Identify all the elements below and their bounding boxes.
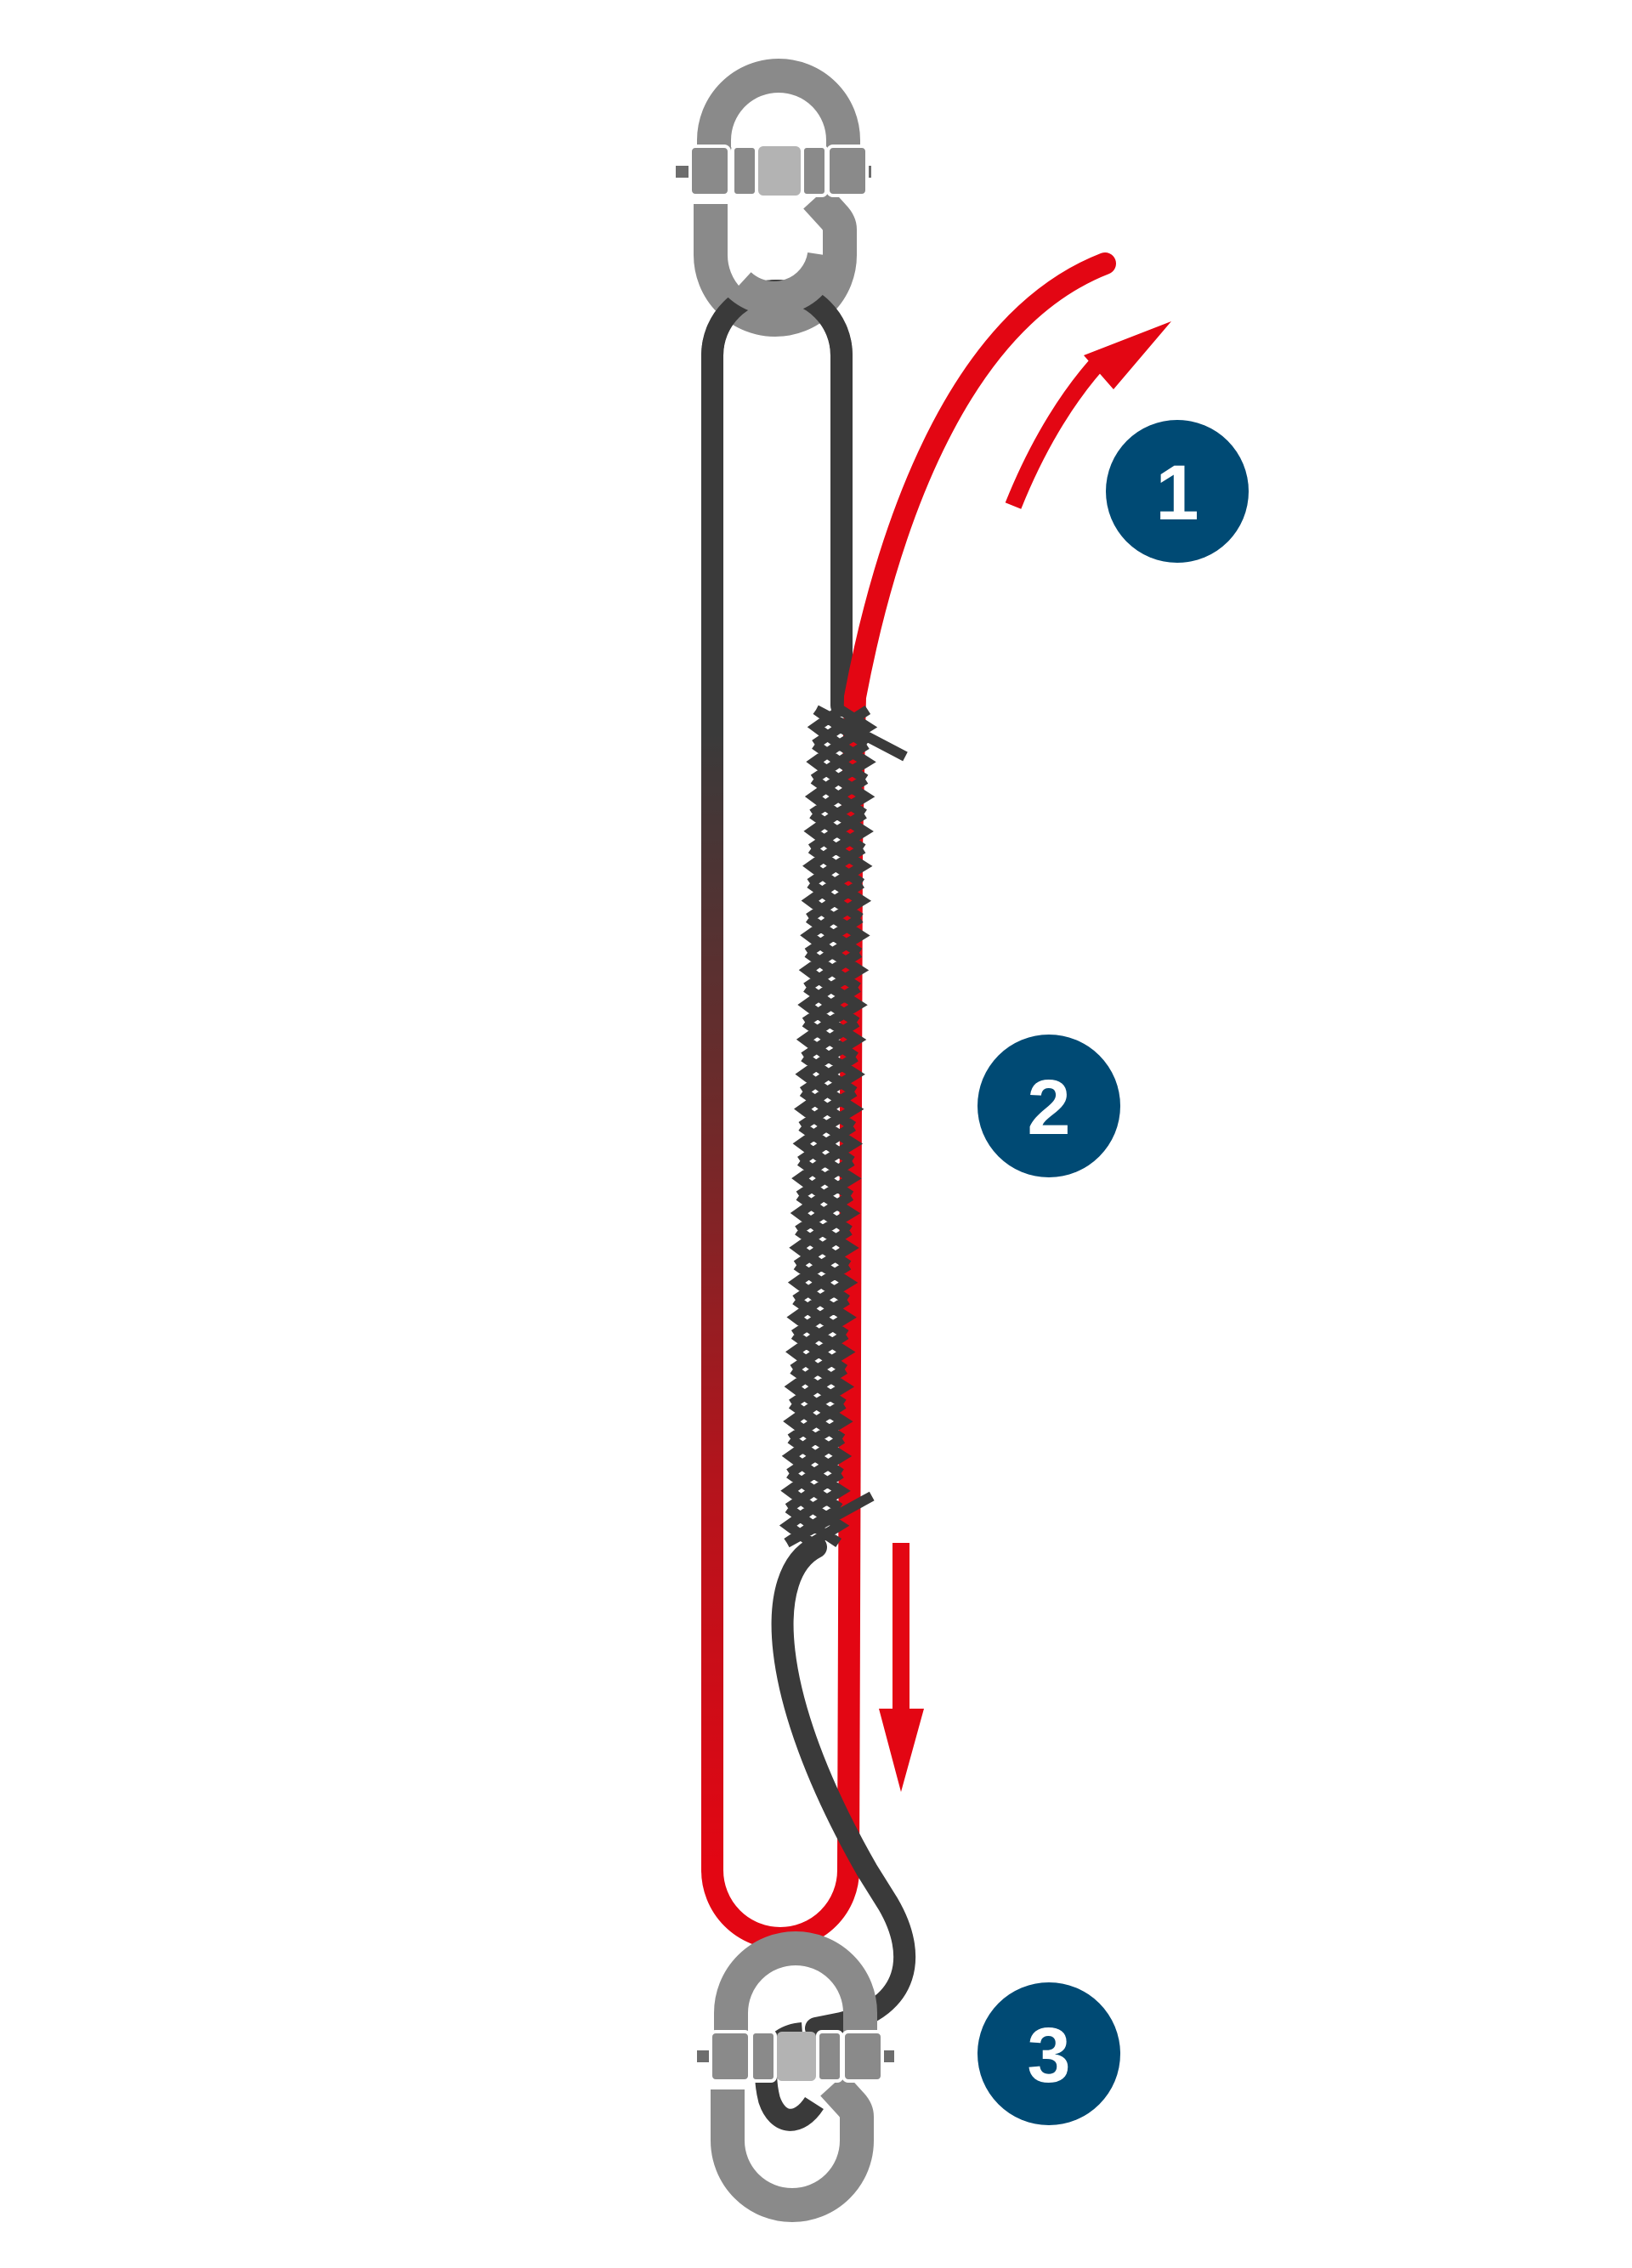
bottom-master-link-icon: [697, 1931, 894, 2222]
down-arrow-icon: [879, 1543, 924, 1792]
step-badge-3: 3: [978, 1982, 1120, 2125]
step-badge-2-label: 2: [1027, 1064, 1070, 1151]
step-badge-1-label: 1: [1155, 450, 1198, 536]
step-badge-3-label: 3: [1027, 2012, 1070, 2099]
top-master-link-icon: [676, 59, 871, 337]
rope-tail: [771, 1536, 916, 2039]
rope-red-main: [701, 252, 1116, 1949]
step-badge-1: 1: [1106, 420, 1249, 563]
cable-sock-mesh-icon: [779, 705, 908, 1548]
curved-arrow-icon: [1005, 321, 1171, 509]
mesh-lattice: [779, 705, 908, 1548]
step-badge-2: 2: [978, 1035, 1120, 1177]
